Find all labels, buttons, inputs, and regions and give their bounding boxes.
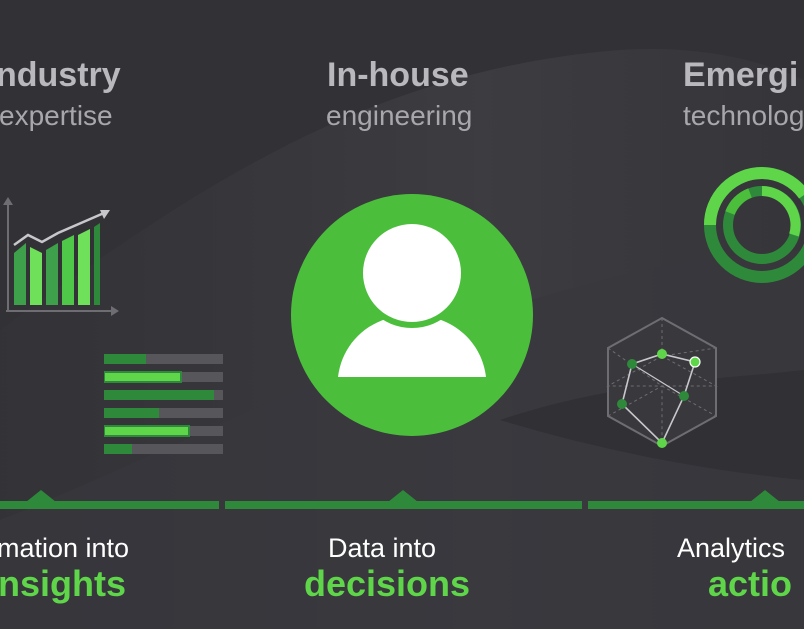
column-2-caption-top: Data into xyxy=(328,533,437,563)
column-1-subtitle: expertise xyxy=(0,100,113,131)
donut-rings-icon xyxy=(704,167,804,283)
column-2-title: In-house xyxy=(327,56,469,94)
column-2-caption-bottom: decisions xyxy=(304,563,471,604)
column-3-caption-top: Analytics xyxy=(677,533,786,563)
hexagon-network-icon xyxy=(606,316,718,448)
column-3-title: Emergi xyxy=(683,56,799,94)
person-avatar-icon xyxy=(291,194,533,436)
column-3-subtitle: technolog xyxy=(683,100,804,131)
column-1-caption-top: mation into xyxy=(0,533,130,563)
timeline-bar xyxy=(0,490,804,509)
column-3-caption-bottom: actio xyxy=(708,563,793,604)
column-1-title: ndustry xyxy=(0,56,121,94)
column-2-subtitle: engineering xyxy=(326,100,473,131)
progress-bars-icon xyxy=(104,354,223,454)
column-1-caption-bottom: nsights xyxy=(0,563,127,604)
bar-chart-icon xyxy=(3,197,119,316)
